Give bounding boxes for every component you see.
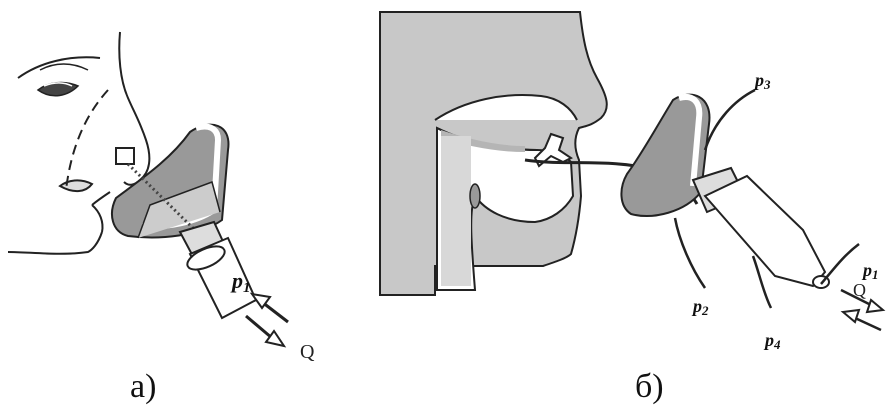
figure-a-drawing: p1 Q <box>0 0 360 370</box>
nose-clip <box>116 148 134 164</box>
label-p1-sub: 1 <box>243 280 251 296</box>
label-p2-letter: p <box>691 296 702 316</box>
label-p1: p1 <box>230 268 251 296</box>
figure-b: p3 p2 p4 p1 Q <box>375 0 892 370</box>
skull-dashed-contour <box>66 90 108 190</box>
label-q: Q <box>853 280 866 300</box>
label-p4-letter: p <box>763 330 774 350</box>
head-cross-section <box>380 12 607 295</box>
figure-b-drawing: p3 p2 p4 p1 Q <box>375 0 892 370</box>
face-mask <box>621 95 709 216</box>
flow-connector <box>180 222 256 318</box>
label-p3-letter: p <box>753 70 764 90</box>
face-mask <box>112 125 228 238</box>
label-p1: p1 <box>861 260 879 282</box>
label-p1-sub: 1 <box>872 267 879 282</box>
flow-sensor-body <box>693 168 829 288</box>
label-p4-sub: 4 <box>773 337 781 352</box>
eye <box>38 64 88 96</box>
label-p4: p4 <box>763 330 781 352</box>
label-p1-letter: p <box>230 268 243 293</box>
label-q: Q <box>300 341 315 363</box>
label-p3: p3 <box>753 70 771 92</box>
label-p2: p2 <box>691 296 709 318</box>
label-p3-sub: 3 <box>763 77 771 92</box>
caption-a: а) <box>130 368 156 406</box>
label-p2-sub: 2 <box>701 303 709 318</box>
label-p1-letter: p <box>861 260 872 280</box>
caption-b: б) <box>635 368 664 406</box>
figure-a: p1 Q <box>0 0 360 370</box>
